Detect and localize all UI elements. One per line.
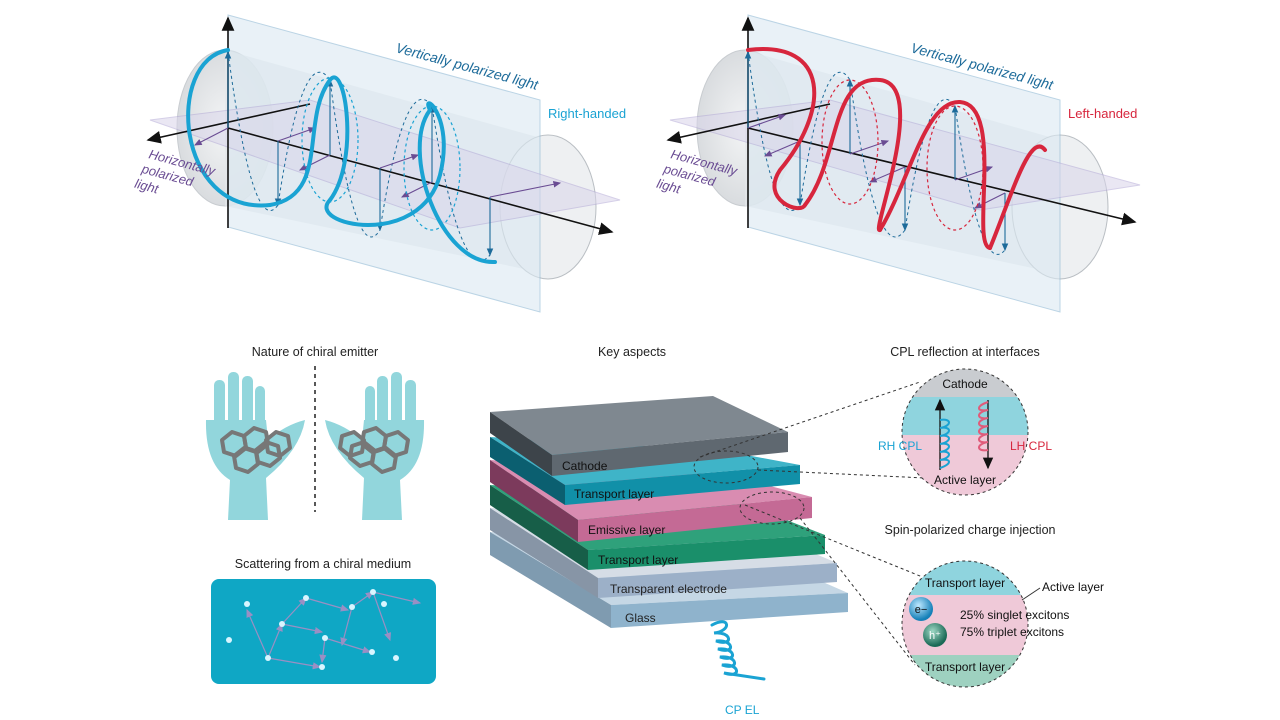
rh-cpl-helix-icon [939, 418, 950, 469]
chiral-emitter-panel: Nature of chiral emitter [205, 345, 425, 520]
electron-label: e− [915, 604, 928, 616]
layer-transport-top: Transport layer [574, 487, 654, 501]
cpl-reflection-inset: CPL reflection at interfaces Cathode Act… [699, 345, 1052, 496]
electron-icon [909, 597, 933, 621]
right-hand-icon [325, 372, 425, 520]
layer-emissive: Emissive layer [588, 523, 665, 537]
cp-el-label: CP EL [725, 703, 760, 717]
layer-transparent-electrode: Transparent electrode [610, 582, 727, 596]
refl-top-layer: Cathode [942, 377, 988, 391]
chiral-emitter-title: Nature of chiral emitter [252, 345, 378, 359]
molecule-right-icon [338, 426, 410, 474]
layer-transport-bottom: Transport layer [598, 553, 678, 567]
horizontal-label-left-line3: light [655, 176, 683, 197]
molecule-left-icon [220, 426, 292, 474]
singlet-text: 25% singlet excitons [960, 608, 1069, 622]
inj-top-layer: Transport layer [925, 576, 1005, 590]
hole-label: h⁺ [929, 630, 941, 642]
layer-glass: Glass [625, 611, 656, 625]
horizontal-label-right-line3: light [133, 176, 161, 197]
handedness-label-left: Left-handed [1068, 106, 1137, 121]
lh-cpl-label: LH CPL [1010, 439, 1052, 453]
lh-cpl-helix-icon [978, 401, 989, 452]
inj-bottom-layer: Transport layer [925, 660, 1005, 674]
right-handed-panel: Vertically polarized light Right-handed … [133, 14, 626, 313]
hole-icon [923, 623, 947, 647]
triplet-text: 75% triplet excitons [960, 625, 1064, 639]
active-layer-callout: Active layer [1042, 580, 1104, 594]
device-stack: Key aspects Glass Transparent electrode … [490, 345, 848, 717]
cpl-reflection-title: CPL reflection at interfaces [890, 345, 1040, 359]
left-handed-panel: Vertically polarized light Left-handed H… [655, 14, 1141, 313]
refl-bottom-layer: Active layer [934, 473, 996, 487]
key-aspects-title: Key aspects [598, 345, 666, 359]
handedness-label-right: Right-handed [548, 106, 626, 121]
left-hand-icon [205, 372, 305, 520]
scattering-title: Scattering from a chiral medium [235, 557, 411, 571]
cp-el-emission-icon [710, 620, 766, 681]
scattering-panel: Scattering from a chiral medium [211, 557, 436, 684]
spin-injection-title: Spin-polarized charge injection [885, 523, 1056, 537]
rh-cpl-label: RH CPL [878, 439, 922, 453]
layer-cathode: Cathode [562, 459, 608, 473]
